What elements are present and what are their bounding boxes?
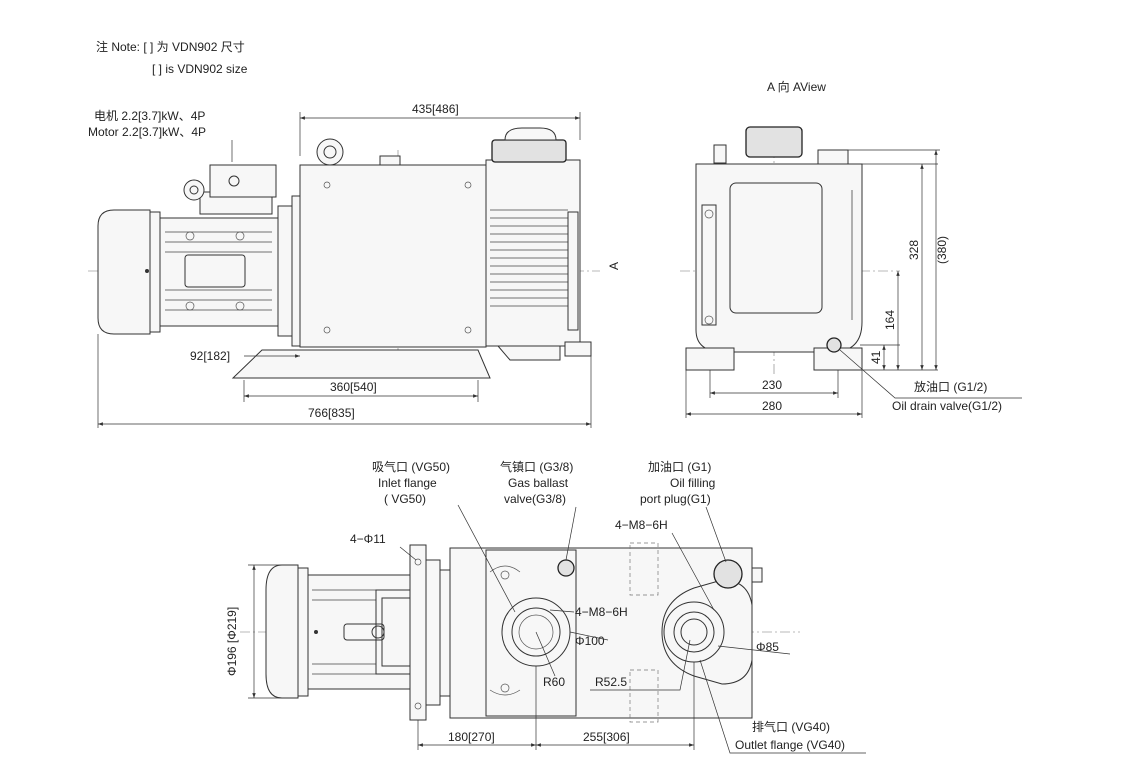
radius-inlet-label: R60 <box>543 675 565 689</box>
pump-top <box>409 542 763 723</box>
oilfill-label-cn: 加油口 (G1) <box>648 460 711 474</box>
ballast-label-en1: Gas ballast <box>508 476 569 490</box>
note-line-2: [ ] is VDN902 size <box>152 62 248 76</box>
ballast-label-cn: 气镇口 (G3/8) <box>500 459 573 474</box>
a-view-title: A 向 AView <box>767 79 826 94</box>
a-view: A 向 AView 328 (380) 164 41 230 <box>680 79 1022 418</box>
inlet-label-cn: 吸气口 (VG50) <box>372 459 450 474</box>
motor-dia-label: Φ196 [Φ219] <box>225 607 239 676</box>
size-note: 注 Note: [ ] 为 VDN902 尺寸 [ ] is VDN902 si… <box>96 39 248 76</box>
ballast-label-en2: valve(G3/8) <box>504 492 566 506</box>
dim-top-side: 435[486] <box>412 102 459 116</box>
outlet-label-en: Outlet flange (VG40) <box>735 738 845 752</box>
radius-outlet-label: R52.5 <box>595 675 627 689</box>
oilfill-label-en1: Oil filling <box>670 476 715 490</box>
dim-right: 255[306] <box>583 730 630 744</box>
holes-label: 4−Φ11 <box>350 532 386 546</box>
top-view: 吸气口 (VG50) Inlet flange ( VG50) 气镇口 (G3/… <box>225 459 866 754</box>
outlet-label-cn: 排气口 (VG40) <box>752 719 830 734</box>
side-view: 电机 2.2[3.7]kW、4P Motor 2.2[3.7]kW、4P 435… <box>88 102 621 428</box>
dim-inner-width: 230 <box>762 378 782 392</box>
inlet-label-en2: ( VG50) <box>384 492 426 506</box>
dim-height-alt: (380) <box>935 236 949 264</box>
dim-base: 360[540] <box>330 380 377 394</box>
drain-label-en: Oil drain valve(G1/2) <box>892 399 1002 413</box>
dim-outer-width: 280 <box>762 399 782 413</box>
inlet-label-en1: Inlet flange <box>378 476 437 490</box>
note-line-1: 注 Note: [ ] 为 VDN902 尺寸 <box>96 39 245 54</box>
motor-side <box>97 164 301 347</box>
dia-outlet-label: Φ85 <box>756 640 779 654</box>
dim-center: 164 <box>883 310 897 330</box>
oilfill-label-en2: port plug(G1) <box>640 492 711 506</box>
motor-label-cn: 电机 2.2[3.7]kW、4P <box>94 109 205 123</box>
dim-drain: 41 <box>869 350 883 364</box>
pump-side <box>231 127 592 379</box>
dim-overall: 766[835] <box>308 406 355 420</box>
dim-height: 328 <box>907 240 921 260</box>
dim-left: 180[270] <box>448 730 495 744</box>
view-arrow-label: A <box>607 262 621 270</box>
motor-label-en: Motor 2.2[3.7]kW、4P <box>88 125 206 139</box>
drain-label-cn: 放油口 (G1/2) <box>914 379 987 394</box>
dim-base-offset: 92[182] <box>190 349 230 363</box>
thread-center-label: 4−M8−6H <box>575 605 628 619</box>
thread-right-label: 4−M8−6H <box>615 518 668 532</box>
